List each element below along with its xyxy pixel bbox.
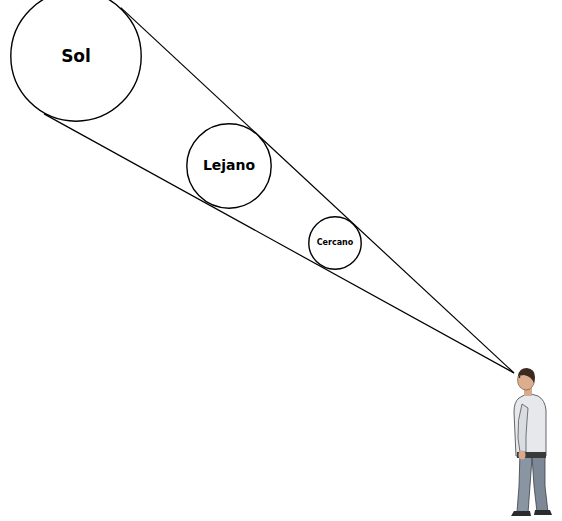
sight-line [121,8,514,373]
observer-shirt [514,393,546,456]
body-label: Sol [61,47,91,66]
observer-leg [532,452,548,512]
observer-hand [519,451,526,460]
observer-shoe [511,511,531,516]
observer-hair [518,368,535,383]
circle-shape [309,217,361,269]
observer-leg [517,452,532,513]
body-label: Lejano [203,158,255,173]
body-circle: Lejano [186,123,272,209]
circle-shape [187,124,271,208]
observer-shoe [534,510,552,515]
observer-arm [518,404,528,452]
circle-shape [11,0,141,121]
observer-eye [519,376,521,378]
sight-line [44,114,514,373]
body-circle: Sol [10,0,142,122]
body-label: Cercano [317,239,354,248]
observer-figure [511,368,552,516]
body-circle: Cercano [308,216,362,270]
